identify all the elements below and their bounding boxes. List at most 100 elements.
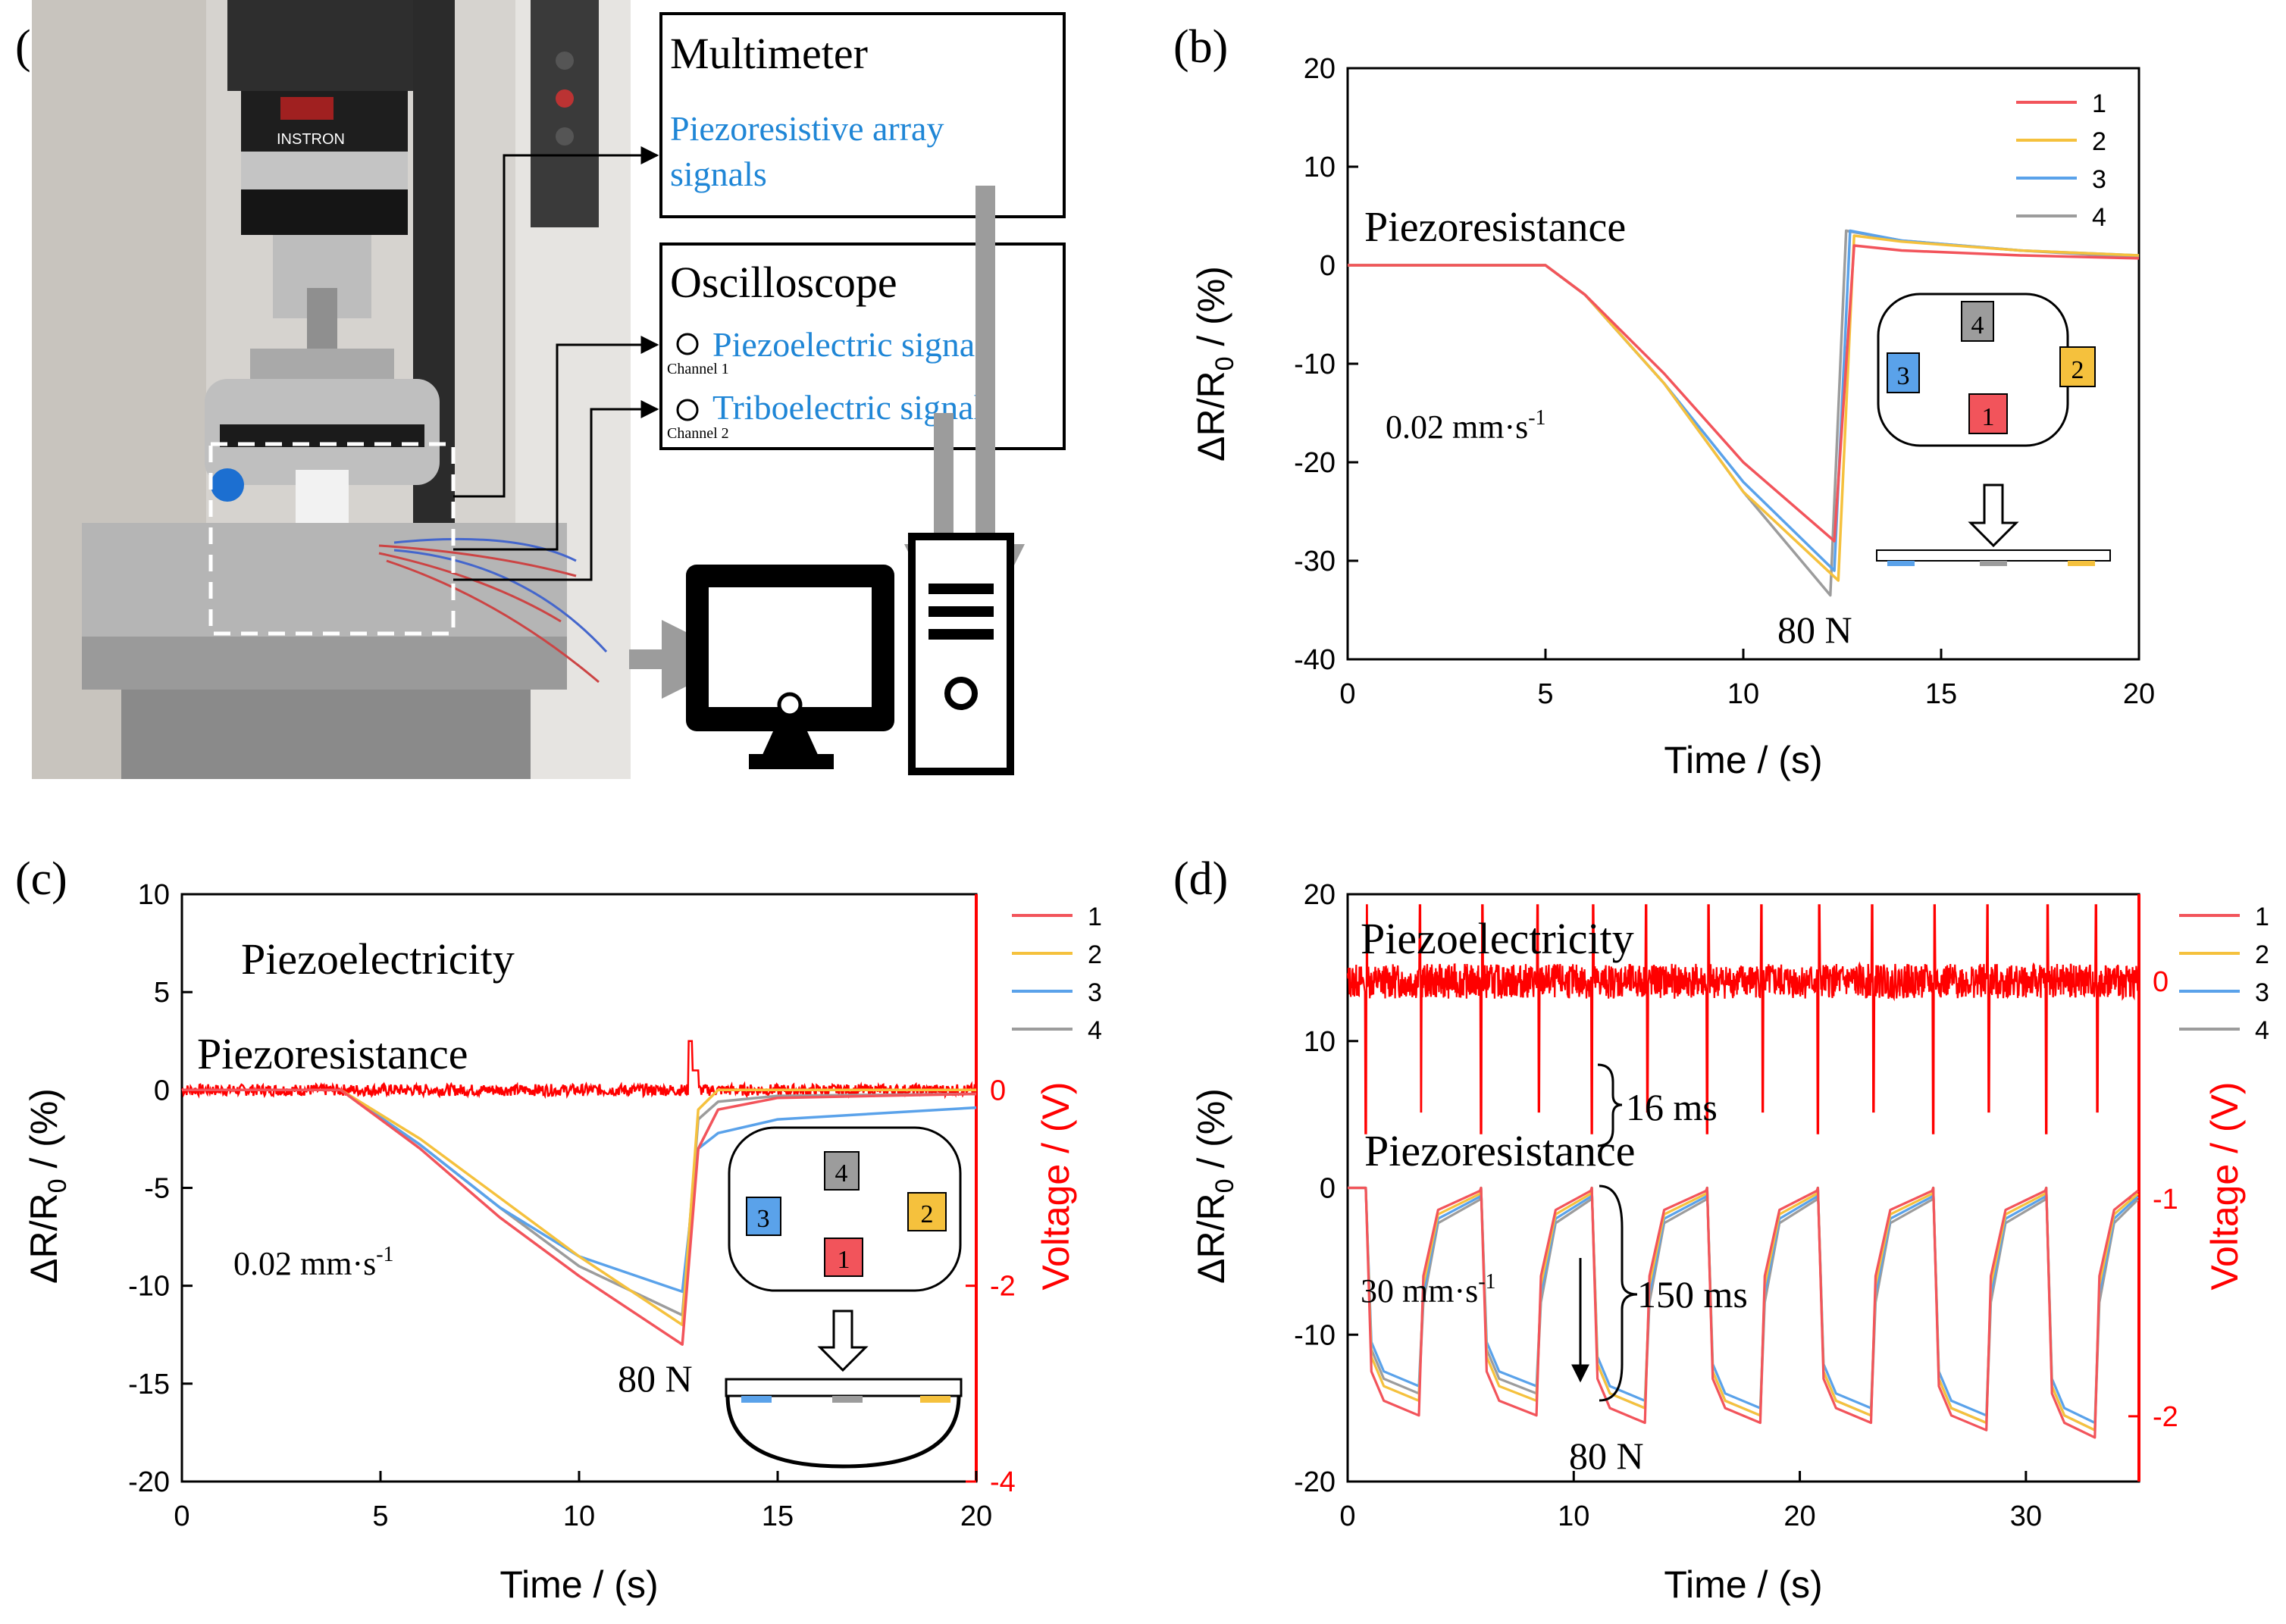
oscilloscope-box: Oscilloscope Piezoelectric signal Channe…: [659, 243, 1066, 450]
xtick-label: 15: [762, 1500, 794, 1532]
legend-label-1: 1: [2255, 903, 2269, 931]
annot-piezoelectricity-c: Piezoelectricity: [241, 934, 515, 984]
annot-force-b: 80 N: [1777, 609, 1852, 651]
legend-label-3: 3: [1088, 978, 1102, 1007]
ylabel-d: ΔR/R0 / (%): [1190, 1088, 1239, 1284]
ylabel-b: ΔR/R0 / (%): [1190, 266, 1239, 462]
ytick-label: -5: [144, 1173, 170, 1205]
ytick-label: 10: [138, 879, 170, 911]
xlabel-c: Time / (s): [499, 1563, 658, 1606]
ytick-label: 10: [1304, 1026, 1336, 1058]
legend-label-2: 2: [1088, 940, 1102, 969]
annot-16ms: 16 ms: [1626, 1086, 1718, 1128]
inset-pad-4-c: 4: [835, 1159, 848, 1187]
ytick-label: 20: [1304, 879, 1336, 911]
legend-d: 1 2 3 4: [2179, 903, 2269, 1045]
series-line-3: [182, 1088, 977, 1294]
series-d: [1348, 1186, 2139, 1439]
annot-piezoelectricity-d: Piezoelectricity: [1361, 914, 1634, 963]
ytick-label: -20: [128, 1466, 170, 1498]
ytick-label: 0: [1320, 1173, 1336, 1205]
inset-pad-1-c: 1: [838, 1246, 850, 1274]
panel-d-label: (d): [1173, 853, 1228, 905]
channel2-circle-icon: [676, 399, 699, 421]
multimeter-title: Multimeter: [670, 29, 868, 78]
legend-label-1: 1: [2092, 89, 2106, 118]
xtick-label: 20: [960, 1500, 992, 1532]
xlabel-d: Time / (s): [1664, 1563, 1822, 1606]
oscilloscope-ch2-small: Channel 2: [667, 425, 729, 442]
annot-piezoresistance-d: Piezoresistance: [1364, 1126, 1636, 1175]
ytick-label: 20: [1304, 53, 1336, 85]
series-line-1: [1348, 1186, 2139, 1439]
inset-pad-3-c: 3: [757, 1205, 770, 1233]
monitor-icon: [686, 565, 894, 769]
xtick-label: 20: [1783, 1500, 1815, 1532]
xtick-label: 10: [563, 1500, 595, 1532]
annot-force-d: 80 N: [1569, 1435, 1644, 1477]
annot-piezoresistance-c: Piezoresistance: [197, 1029, 468, 1078]
legend-label-3: 3: [2255, 978, 2269, 1007]
xtick-label: 0: [1339, 1500, 1355, 1532]
panel-c-label: (c): [15, 853, 67, 905]
oscilloscope-title: Oscilloscope: [670, 258, 897, 307]
legend-label-2: 2: [2255, 940, 2269, 969]
xtick-label: 15: [1925, 678, 1957, 710]
series-b: [1348, 229, 2140, 597]
xtick-label: 20: [2123, 678, 2155, 710]
y2tick-label: -2: [2153, 1401, 2178, 1433]
multimeter-box: Multimeter Piezoresistive array signals: [659, 12, 1066, 218]
oscilloscope-ch1-small: Channel 1: [667, 361, 729, 377]
signal-connectors: [453, 146, 659, 581]
y2label-d: Voltage / (V): [2203, 1081, 2246, 1290]
inset-pad-2-b: 2: [2071, 356, 2084, 384]
series-line-1: [1348, 244, 2140, 543]
instron-machine-photo: INSTRON: [32, 0, 631, 779]
voltage-trace-d: [1346, 904, 2140, 1134]
y2tick-label: 0: [2153, 966, 2169, 998]
ytick-label: -15: [128, 1369, 170, 1400]
inset-b: 4 3 2 1: [1876, 293, 2111, 566]
series-c: [182, 1088, 977, 1346]
y2tick-label: 0: [990, 1075, 1006, 1106]
series-line-1: [182, 1088, 977, 1346]
ytick-label: -20: [1294, 447, 1336, 479]
ytick-label: -10: [1294, 349, 1336, 380]
voltage-line-d: [1346, 904, 2140, 1134]
ytick-label: -40: [1294, 644, 1336, 676]
y2label-c: Voltage / (V): [1035, 1081, 1077, 1290]
annot-piezoresistance-b: Piezoresistance: [1364, 204, 1626, 251]
ytick-label: -20: [1294, 1466, 1336, 1498]
ytick-label: 0: [1320, 250, 1336, 282]
xlabel-b: Time / (s): [1664, 739, 1822, 781]
xtick-label: 5: [1537, 678, 1553, 710]
annot-speed-b: 0.02 mm·s-1: [1386, 406, 1546, 446]
ytick-label: -10: [128, 1271, 170, 1303]
annot-speed-c: 0.02 mm·s-1: [233, 1243, 394, 1282]
y2tick-label: -2: [990, 1271, 1016, 1303]
computer-tower-icon: [908, 533, 1014, 775]
ylabel-c: ΔR/R0 / (%): [23, 1088, 72, 1284]
legend-label-3: 3: [2092, 165, 2106, 194]
annot-force-c: 80 N: [618, 1357, 693, 1400]
xtick-label: 5: [372, 1500, 388, 1532]
legend-label-4: 4: [2255, 1016, 2269, 1045]
legend-label-2: 2: [2092, 127, 2106, 156]
multimeter-line2: signals: [670, 155, 767, 193]
xtick-label: 30: [2010, 1500, 2042, 1532]
annot-speed-d: 30 mm·s-1: [1361, 1270, 1496, 1310]
photo-brand: INSTRON: [277, 131, 345, 148]
inset-c: 4 3 2 1: [725, 1126, 963, 1469]
panel-a: (a) INSTRON: [15, 0, 1066, 779]
brace-150ms: [1599, 1184, 1638, 1402]
inset-pad-4-b: 4: [1971, 311, 1984, 340]
oscilloscope-ch1: Piezoelectric signal: [712, 325, 985, 364]
brace-16ms: [1597, 1063, 1623, 1147]
